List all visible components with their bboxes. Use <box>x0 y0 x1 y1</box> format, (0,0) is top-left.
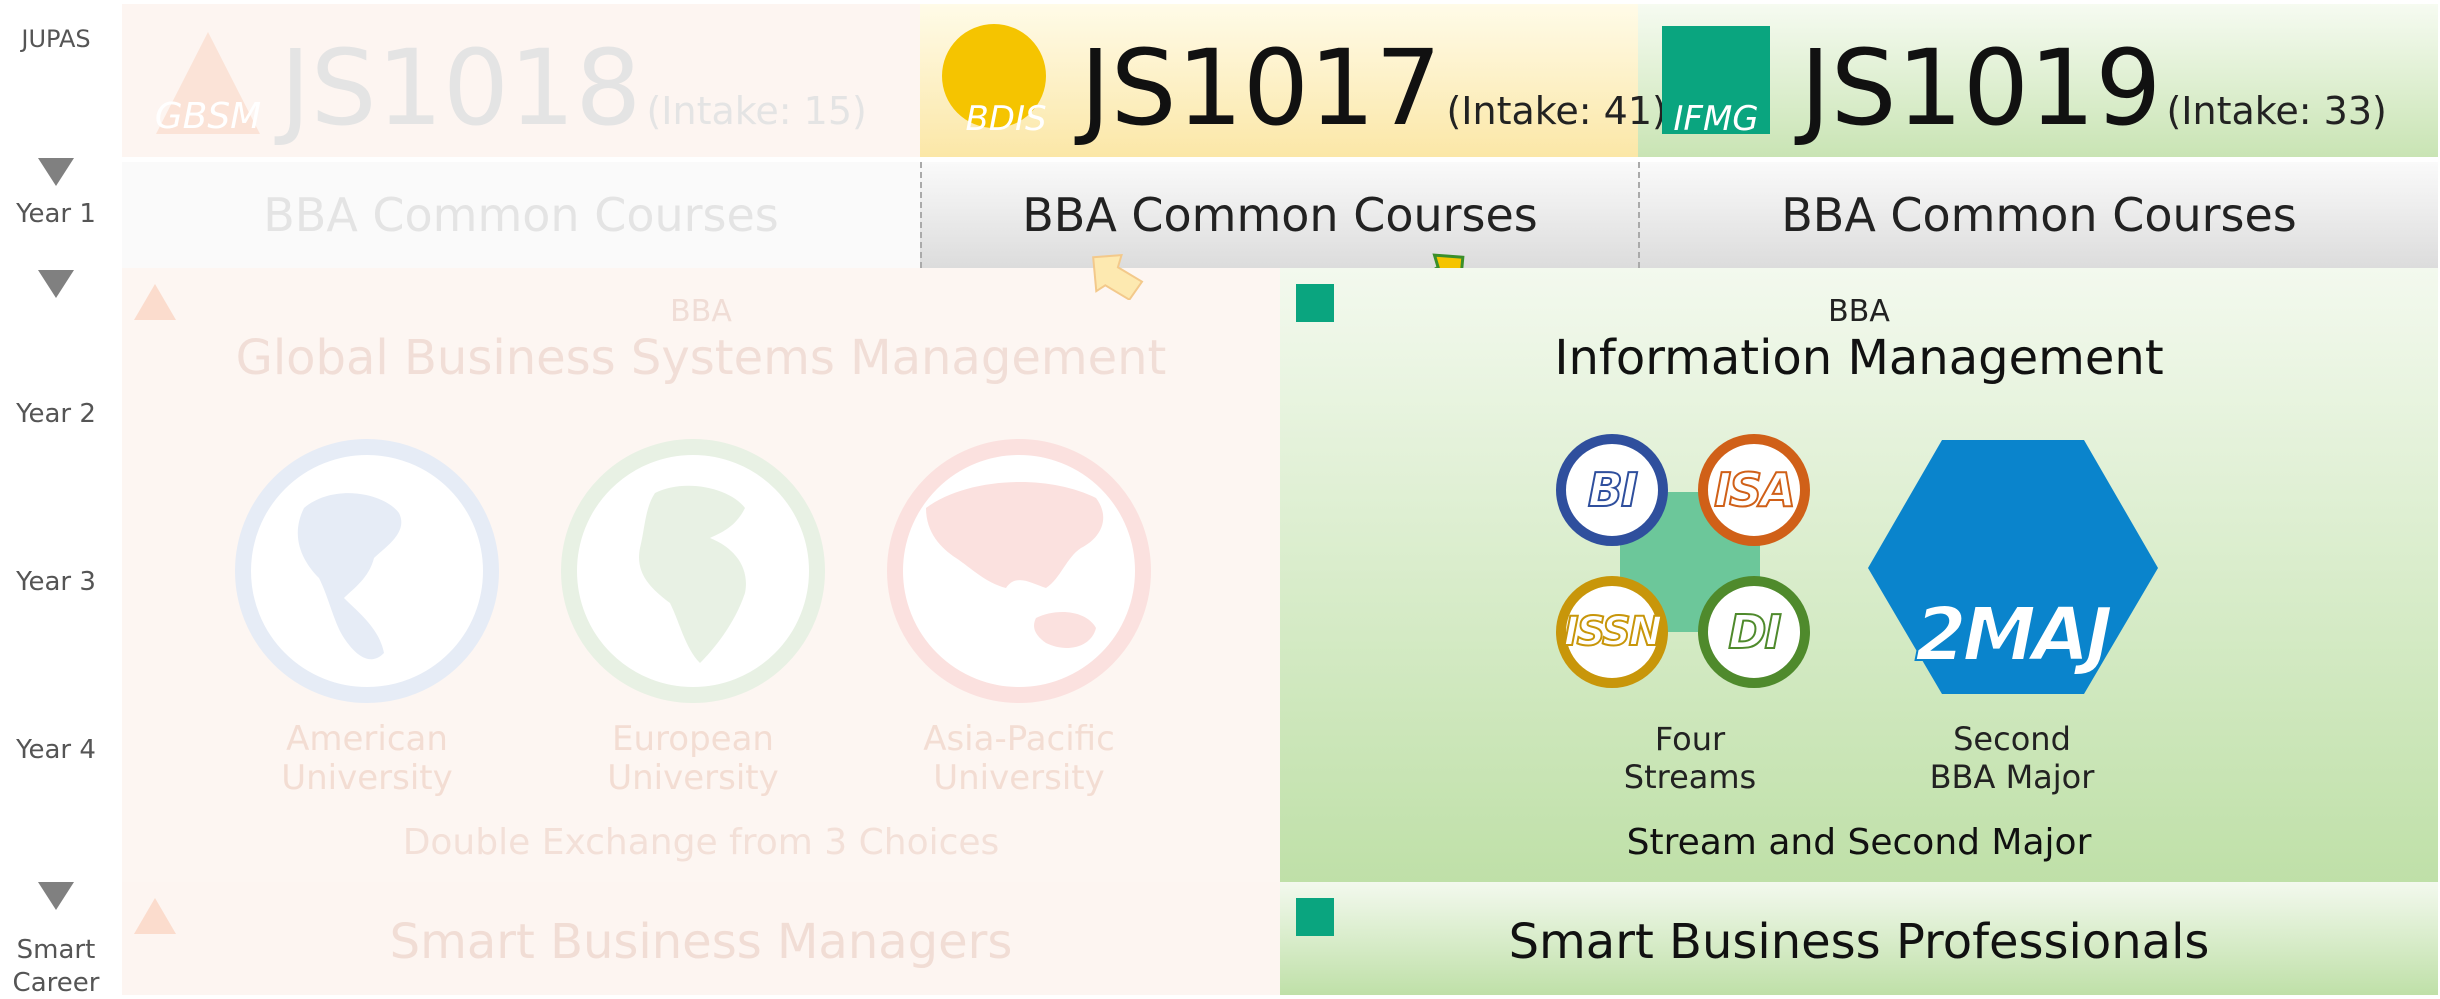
jupas-label: JUPAS <box>0 24 112 54</box>
ifmg-common-courses: BBA Common Courses <box>1638 162 2438 268</box>
gbsm-logo-text: GBSM <box>155 96 262 137</box>
second-major-line1: Second <box>1862 720 2162 758</box>
european-line2: University <box>543 759 843 798</box>
second-major-caption: Second BBA Major <box>1862 720 2162 797</box>
ifmg-logo: IFMG <box>1662 26 1774 138</box>
four-streams-line1: Four <box>1560 720 1820 758</box>
stream-isa: ISA <box>1698 434 1810 546</box>
ifmg-logo-text: IFMG <box>1673 99 1758 138</box>
gbsm-common-courses-text: BBA Common Courses <box>263 188 779 242</box>
arrow-down-icon <box>38 158 74 186</box>
gbsm-career: Smart Business Managers <box>122 914 1280 970</box>
globe-asia-pacific-icon <box>886 438 1152 704</box>
stream-bi: BI <box>1556 434 1668 546</box>
js1019-code: JS1019 (Intake: 33) <box>1800 36 2387 140</box>
gbsm-summary: Double Exchange from 3 Choices <box>122 822 1280 863</box>
year2-label: Year 2 <box>0 398 112 431</box>
arrow-left-down-icon <box>1082 250 1144 300</box>
im-career: Smart Business Professionals <box>1280 914 2438 970</box>
bdis-logo-text: BDIS <box>965 99 1046 138</box>
js1019-intake: (Intake: 33) <box>2166 89 2386 133</box>
js1018-intake: (Intake: 15) <box>646 89 866 133</box>
asia-pacific-university-caption: Asia-Pacific University <box>869 720 1169 798</box>
american-line2: University <box>217 759 517 798</box>
year4-label: Year 4 <box>0 734 112 767</box>
js1018-code-text: JS1018 <box>280 27 641 149</box>
european-university-caption: European University <box>543 720 843 798</box>
second-major-badge-text: 2MAJ <box>1915 592 2111 678</box>
european-line1: European <box>543 720 843 759</box>
js1019-code-text: JS1019 <box>1800 27 2161 149</box>
asia-pacific-line1: Asia-Pacific <box>869 720 1169 759</box>
year1-label: Year 1 <box>0 198 112 231</box>
second-major-hexagon: 2MAJ <box>1862 438 2162 698</box>
js1018-code: JS1018 (Intake: 15) <box>280 36 867 140</box>
bdis-logo: BDIS <box>940 24 1060 138</box>
stream-di-text: DI <box>1728 605 1779 659</box>
year3-label: Year 3 <box>0 566 112 599</box>
smart-career-line1: Smart <box>0 934 112 967</box>
four-streams-caption: Four Streams <box>1560 720 1820 797</box>
stream-isa-text: ISA <box>1714 463 1794 517</box>
im-title: Information Management <box>1280 330 2438 386</box>
im-bba-label: BBA <box>1280 294 2438 329</box>
smart-career-label: Smart Career <box>0 934 112 999</box>
arrow-down-icon <box>38 882 74 910</box>
asia-pacific-line2: University <box>869 759 1169 798</box>
globe-americas-icon <box>234 438 500 704</box>
stream-issn: ISSN <box>1556 576 1668 688</box>
gbsm-common-courses: BBA Common Courses <box>122 162 920 268</box>
arrow-down-icon <box>38 270 74 298</box>
bdis-common-courses: BBA Common Courses <box>920 162 1638 268</box>
js1017-code: JS1017 (Intake: 41) <box>1080 36 1667 140</box>
stream-bi-text: BI <box>1588 463 1636 517</box>
stream-di: DI <box>1698 576 1810 688</box>
gbsm-title: Global Business Systems Management <box>122 330 1280 386</box>
bdis-common-courses-text: BBA Common Courses <box>1022 188 1538 242</box>
american-university-caption: American University <box>217 720 517 798</box>
stream-issn-text: ISSN <box>1564 609 1661 655</box>
gbsm-logo: GBSM <box>148 28 266 138</box>
js1017-intake: (Intake: 41) <box>1446 89 1666 133</box>
four-streams-line2: Streams <box>1560 758 1820 796</box>
ifmg-common-courses-text: BBA Common Courses <box>1781 188 2297 242</box>
american-line1: American <box>217 720 517 759</box>
globe-europe-africa-icon <box>560 438 826 704</box>
second-major-line2: BBA Major <box>1862 758 2162 796</box>
smart-career-line2: Career <box>0 967 112 999</box>
js1017-code-text: JS1017 <box>1080 27 1441 149</box>
im-summary: Stream and Second Major <box>1280 822 2438 863</box>
